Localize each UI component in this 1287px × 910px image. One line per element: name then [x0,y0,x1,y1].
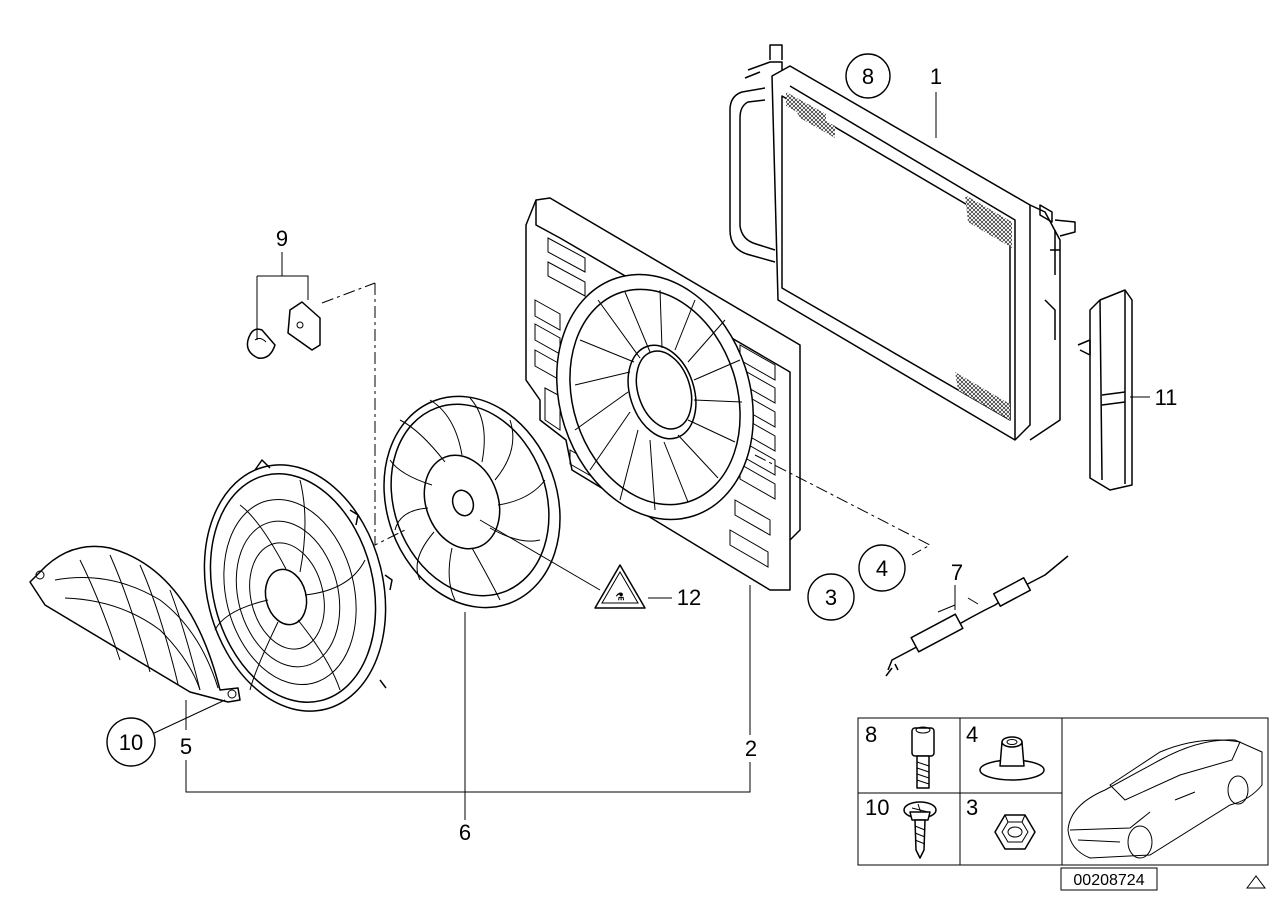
legend-label-10: 10 [865,795,889,820]
legend-label-3: 3 [966,795,978,820]
callout-8: 8 [845,53,891,99]
svg-text:10: 10 [119,730,143,755]
svg-text:8: 8 [862,64,874,89]
svg-text:⚗: ⚗ [616,592,625,603]
side-bracket [1077,289,1133,491]
radiator [729,44,1076,441]
callout-6: 6 [459,820,471,845]
callout-11: 11 [1155,385,1178,410]
fastener-legend: 8 4 10 3 [857,717,1269,866]
triangle-marker-icon [1246,875,1266,889]
document-id: 00208724 [1073,872,1144,889]
callout-4: 4 [858,544,906,592]
warning-label-icon: ⚗ [594,564,646,609]
callout-5: 5 [180,734,192,759]
self-tapping-screw-icon [903,801,937,859]
dash-line-b [321,282,376,304]
hex-nut-icon [994,814,1036,850]
svg-text:4: 4 [876,556,888,581]
svg-text:3: 3 [825,585,837,610]
flange-nut-icon [979,736,1045,781]
legend-label-8: 8 [865,722,877,747]
air-deflector [29,545,241,703]
callout-10: 10 [106,717,156,767]
callout-2: 2 [745,736,757,761]
fan-guard [203,459,393,712]
clip-parts [246,301,321,359]
fan-shroud [525,197,801,591]
callout-3: 3 [807,573,855,621]
series-resistor [885,555,1069,677]
callout-9: 9 [276,226,288,251]
document-id-box: 00208724 [1060,867,1158,891]
dash-line-c [754,454,932,556]
fan-rotor [383,395,561,609]
callout-7: 7 [951,560,963,585]
socket-bolt-icon [911,726,935,789]
legend-label-4: 4 [966,722,978,747]
callout-12: 12 [677,585,701,610]
dash-line-a [374,283,406,546]
vehicle-sketch-icon [1067,739,1263,859]
leader-lines [149,92,1150,820]
callout-1: 1 [930,64,942,89]
